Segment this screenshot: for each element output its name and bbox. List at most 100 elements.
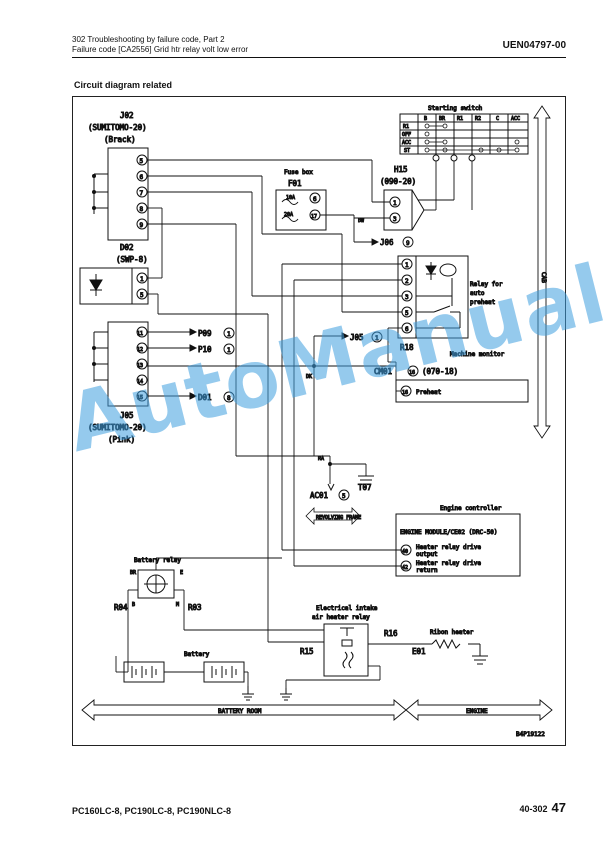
d02-pin-1: 1 xyxy=(140,276,144,283)
j06-pin: 9 xyxy=(406,240,410,247)
section-title: Circuit diagram related xyxy=(74,80,173,90)
j02-type: (SUMITOMO-20) xyxy=(88,123,147,132)
relay-label-line3: preheat xyxy=(470,299,496,306)
fuse-box-label: Fuse box xyxy=(284,169,313,176)
ribbon-heater-label: Ribon heater xyxy=(430,629,474,636)
r04-label: R04 xyxy=(114,603,128,612)
switch-col-b: B xyxy=(424,116,427,122)
revolving-frame-label: REVOLVING FRAME xyxy=(316,515,361,521)
j02-color: (Brack) xyxy=(104,135,136,144)
r03-label: R03 xyxy=(188,603,202,612)
r18-pin-1: 1 xyxy=(405,262,409,269)
j05-junction: J05 1 DK RA xyxy=(306,331,383,463)
switch-row-acc: ACC xyxy=(402,140,411,146)
heater-relay-line1: Electrical intake xyxy=(316,605,378,612)
r18-pin-2: 2 xyxy=(405,278,409,285)
fuse-rating-10a: 10A xyxy=(286,195,295,201)
footer-page-ref: 40-302 xyxy=(519,804,548,814)
ac01-pin: 5 xyxy=(342,493,346,500)
ac01-label: AC01 xyxy=(310,491,328,500)
circuit-diagram: J02 (SUMITOMO-20) (Brack) 5 6 7 8 9 D02 … xyxy=(79,105,553,739)
r16-label: R16 xyxy=(384,629,398,638)
r18-pin-5: 5 xyxy=(405,310,409,317)
cab-region-arrow: CAB xyxy=(533,105,551,439)
p10-pin: 1 xyxy=(227,347,231,354)
h15-pin-3: 3 xyxy=(393,216,397,223)
fuse-pin-17: 17 xyxy=(311,214,317,220)
j05-pin-12: 12 xyxy=(137,347,143,353)
machine-monitor: Machine monitor CM01 16 (070-18) 16 Preh… xyxy=(374,351,529,403)
cm01-pin: 16 xyxy=(409,370,415,376)
starting-switch: Starting switch B BR R1 R2 C ACC R1 OFF … xyxy=(399,105,529,162)
j05-pin-15: 15 xyxy=(137,395,143,401)
d02-type: (SWP-8) xyxy=(116,255,148,264)
d01-label: D01 xyxy=(198,393,212,402)
j05-color: (Pink) xyxy=(108,435,135,444)
starting-switch-label: Starting switch xyxy=(428,105,483,112)
j02-pin-8: 8 xyxy=(140,206,144,213)
connector-h15: H15 (090-20) 1 3 xyxy=(380,165,425,231)
dk-label: DK xyxy=(306,374,312,380)
bw-label: BW xyxy=(358,218,365,224)
switch-row-st: ST xyxy=(404,148,410,154)
switch-row-r1: R1 xyxy=(403,124,409,130)
header-rule xyxy=(72,57,566,58)
ground-ac01: AC01 5 T07 REVOLVING FRAME xyxy=(305,475,374,525)
preheat-label: Preheat xyxy=(416,389,442,396)
engine-controller: Engine controller ENGINE MODULE/CE02 (DR… xyxy=(395,505,521,577)
p09-pin: 1 xyxy=(227,331,231,338)
switch-col-r1: R1 xyxy=(457,116,463,122)
fuse-box: Fuse box F01 10A 20A 6 17 xyxy=(275,169,327,231)
battery-relay-label: Battery relay xyxy=(134,557,181,564)
f01-label: F01 xyxy=(288,179,302,188)
ec-signal1-line2: output xyxy=(416,551,438,558)
p09-label: P09 xyxy=(198,329,212,338)
ec-pin-42: 42 xyxy=(402,565,408,571)
e01-label: E01 xyxy=(412,647,426,656)
engine-controller-label: Engine controller xyxy=(440,505,502,512)
j05-pin-11: 11 xyxy=(137,331,143,337)
j02-pins: 5 6 7 8 9 xyxy=(136,154,148,230)
h15-type: (090-20) xyxy=(380,177,416,186)
connector-d02: D02 (SWP-8) 1 5 xyxy=(79,243,149,305)
r18-pin-3: 3 xyxy=(405,294,409,301)
switch-col-acc: ACC xyxy=(511,116,520,122)
r15-label: R15 xyxy=(300,647,314,656)
relay-r18: 1 2 3 5 6 Relay for auto preheat R18 xyxy=(397,255,503,353)
page-header: 302 Troubleshooting by failure code, Par… xyxy=(72,35,248,55)
h15-label: H15 xyxy=(394,165,408,174)
ec-signal1-line1: Heater relay drive xyxy=(416,544,481,551)
j05-label: J05 xyxy=(120,411,134,420)
br-label: BR xyxy=(130,570,137,576)
p10-label: P10 xyxy=(198,345,212,354)
cab-label: CAB xyxy=(540,272,547,283)
engine-label: ENGINE xyxy=(466,708,488,715)
j05-pin-13: 13 xyxy=(137,363,143,369)
j02-pin-7: 7 xyxy=(140,190,144,197)
ribbon-heater: Ribon heater E01 xyxy=(412,629,488,665)
ec-signal2-line1: Heater relay drive xyxy=(416,560,481,567)
battery: Battery xyxy=(123,651,245,683)
cm01-label: CM01 xyxy=(374,367,392,376)
engine-module-label: ENGINE MODULE/CE02 (DRC-50) xyxy=(400,529,498,536)
d01-pin: 8 xyxy=(227,395,231,402)
switch-col-br: BR xyxy=(439,116,446,122)
j05-conn-pin: 1 xyxy=(375,335,379,342)
heater-relay-line2: air heater relay xyxy=(312,614,370,621)
r18-label: R18 xyxy=(400,343,414,352)
ground-symbols xyxy=(242,686,292,701)
b-label: B xyxy=(132,602,135,608)
intake-heater-relay: Electrical intake air heater relay R16 R… xyxy=(300,605,399,677)
e-label: E xyxy=(180,570,183,576)
diagram-frame xyxy=(72,96,566,746)
j02-pin-6: 6 xyxy=(140,174,144,181)
machine-monitor-label: Machine monitor xyxy=(450,351,505,358)
d02-label: D02 xyxy=(120,243,134,252)
resistor-icon xyxy=(431,638,461,650)
ec-pin-40: 40 xyxy=(402,549,408,555)
switch-col-r2: R2 xyxy=(475,116,481,122)
t07-label: T07 xyxy=(358,483,372,492)
d02-pin-5: 5 xyxy=(140,292,144,299)
preheat-pin: 16 xyxy=(402,390,408,396)
